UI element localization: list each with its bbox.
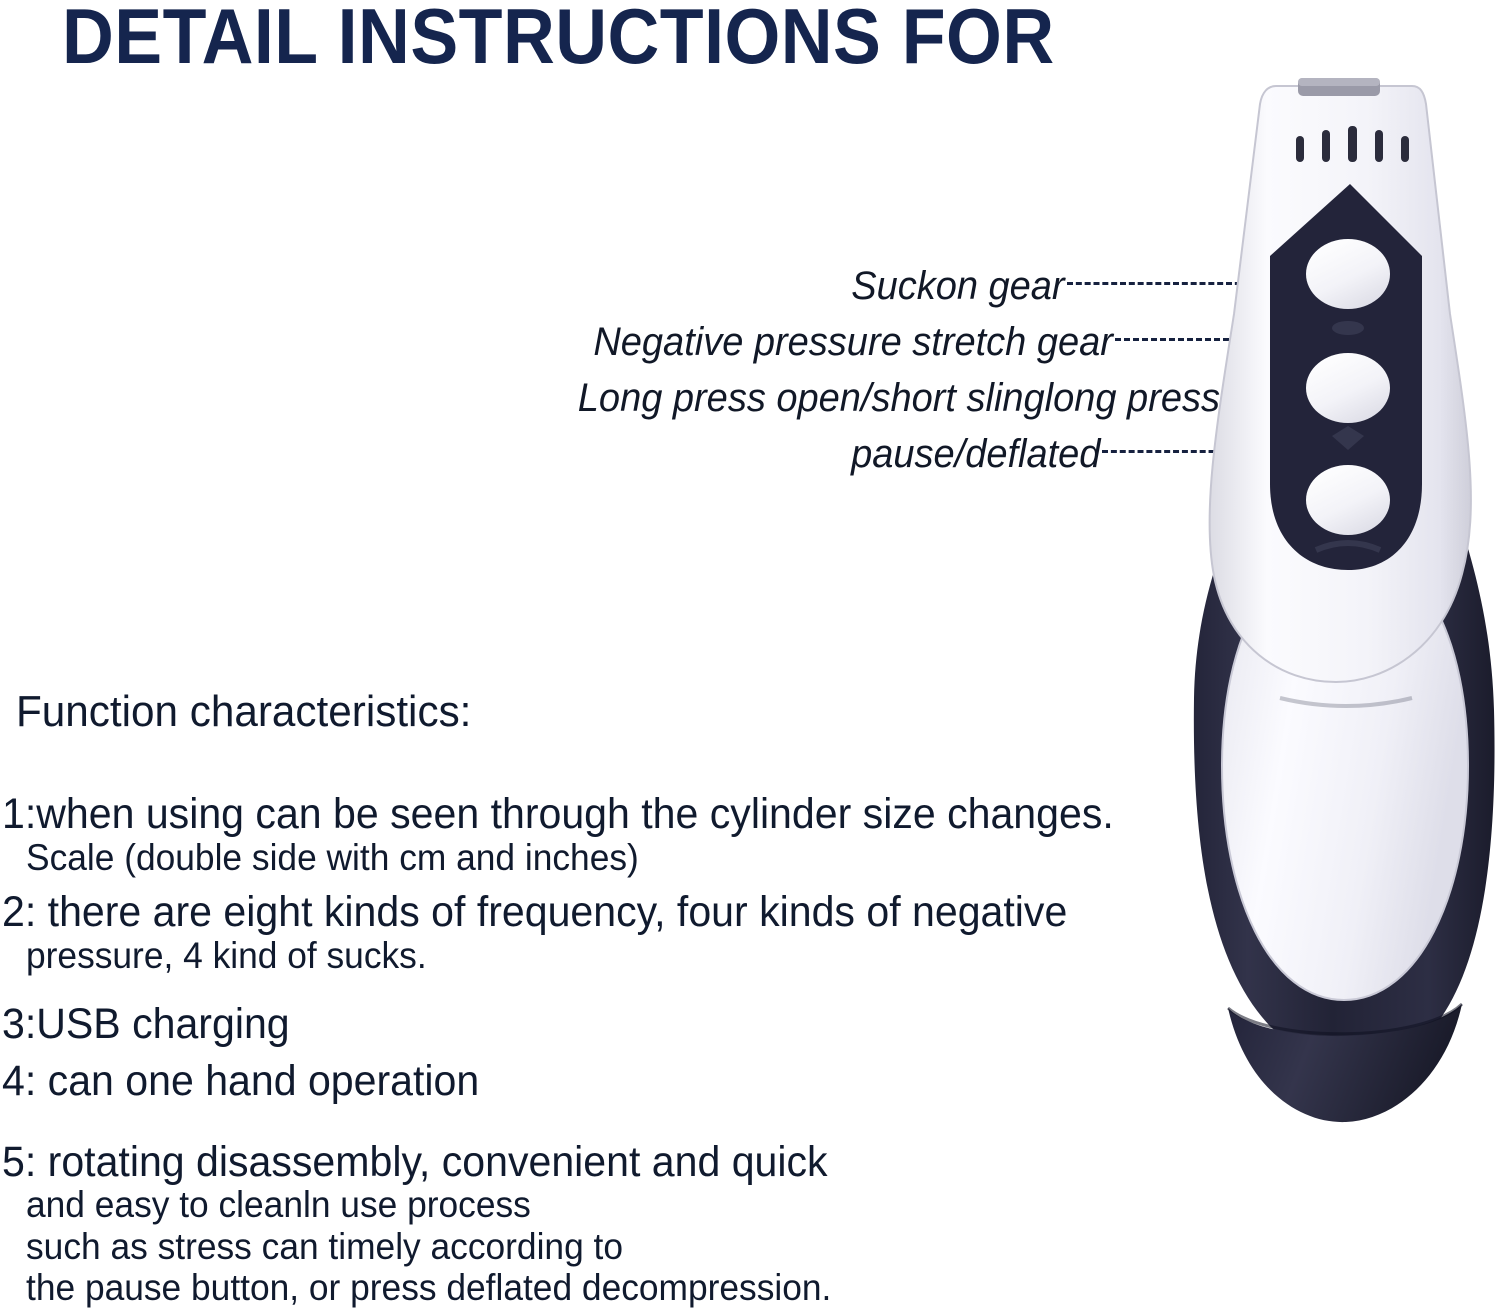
list-item: 3:USB charging [2, 1002, 1182, 1047]
callout-label: Negative pressure stretch gear [593, 320, 1113, 364]
control-buttons [1306, 239, 1390, 535]
callout-label: pause/deflated [850, 432, 1100, 476]
button-icons [1314, 321, 1382, 553]
list-item: 1:when using can be seen through the cyl… [2, 792, 1182, 878]
list-item: 2: there are eight kinds of frequency, f… [2, 890, 1182, 976]
callout-pause-deflated: pause/deflated [0, 426, 1340, 482]
function-characteristics-section: Function characteristics: 1:when using c… [2, 690, 1182, 1315]
list-item-main: 5: rotating disassembly, convenient and … [2, 1137, 828, 1186]
list-item-main: 2: there are eight kinds of frequency, f… [2, 888, 1068, 937]
list-item: 4: can one hand operation [2, 1059, 1182, 1104]
pressure-button[interactable] [1306, 353, 1390, 423]
leader-line-icon [1115, 337, 1310, 341]
pressure-icon [1332, 426, 1364, 450]
list-item-sub: pressure, 4 kind of sucks. [26, 934, 427, 976]
vent-slots [1296, 126, 1409, 162]
callout-long-press-open: Long press open/short slinglong press [0, 370, 1340, 426]
list-item-sub: Scale (double side with cm and inches) [26, 836, 639, 878]
list-item-sub: the pause button, or press deflated deco… [26, 1267, 832, 1309]
list-item-main: 4: can one hand operation [2, 1057, 480, 1106]
waist-seam [1279, 696, 1413, 708]
page-title: DETAIL INSTRUCTIONS FOR [62, 0, 1055, 80]
callout-label: Long press open/short slinglong press [577, 376, 1220, 420]
list-item-sub: such as stress can timely according to [26, 1225, 624, 1267]
power-icon [1314, 540, 1382, 553]
list-item-sub: and easy to cleanln use process [26, 1184, 531, 1226]
callout-suckon-gear: Suckon gear [0, 258, 1340, 314]
list-item: 5: rotating disassembly, convenient and … [2, 1140, 1182, 1309]
list-item-main: 3:USB charging [2, 1000, 290, 1049]
section-heading: Function characteristics: [16, 687, 472, 736]
base-cap [1227, 1002, 1464, 1123]
list-item-main: 1:when using can be seen through the cyl… [2, 790, 1114, 838]
suction-icon [1332, 321, 1364, 335]
product-image [1150, 78, 1500, 1138]
power-button[interactable] [1306, 465, 1390, 535]
suction-button[interactable] [1306, 239, 1390, 309]
top-tab [1298, 78, 1380, 96]
leader-line-icon [1067, 281, 1285, 285]
callout-negative-pressure-stretch-gear: Negative pressure stretch gear [0, 314, 1340, 370]
callout-label: Suckon gear [851, 264, 1065, 308]
callout-list: Suckon gear Negative pressure stretch ge… [0, 258, 1340, 482]
